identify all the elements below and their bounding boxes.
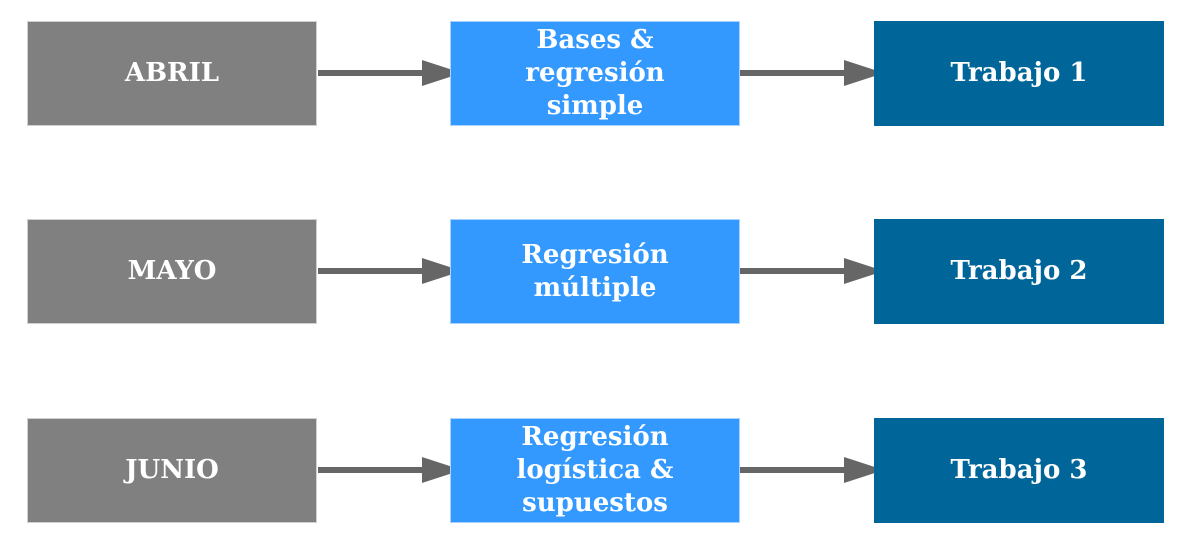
row-2-edges — [318, 258, 884, 284]
node-month-junio-label: JUNIO — [125, 455, 219, 485]
arrow-mayo-to-topic-head — [422, 258, 462, 284]
node-trabajo-1-label: Trabajo 1 — [950, 58, 1088, 88]
node-month-mayo-label: MAYO — [127, 256, 217, 286]
node-topic-3: Regresión logística & supuestos — [450, 418, 740, 523]
node-topic-1-label: Bases & regresión simple — [525, 25, 665, 121]
arrow-abril-to-topic-head — [422, 60, 462, 86]
node-trabajo-2-label: Trabajo 2 — [950, 256, 1088, 286]
row-3-edges — [318, 457, 884, 483]
node-topic-2: Regresión múltiple — [450, 219, 740, 324]
node-topic-1: Bases & regresión simple — [450, 21, 740, 126]
arrow-topic-to-trabajo3-head — [844, 457, 884, 483]
node-trabajo-1: Trabajo 1 — [874, 21, 1164, 126]
node-month-abril-label: ABRIL — [124, 58, 220, 88]
row-1-edges — [318, 60, 884, 86]
node-month-junio: JUNIO — [27, 418, 317, 523]
node-month-mayo: MAYO — [27, 219, 317, 324]
arrow-junio-to-topic-head — [422, 457, 462, 483]
node-month-abril: ABRIL — [27, 21, 317, 126]
node-topic-3-label: Regresión logística & supuestos — [516, 422, 674, 518]
node-trabajo-3: Trabajo 3 — [874, 418, 1164, 523]
node-trabajo-3-label: Trabajo 3 — [950, 455, 1088, 485]
node-trabajo-2: Trabajo 2 — [874, 219, 1164, 324]
arrow-topic-to-trabajo1-head — [844, 60, 884, 86]
node-topic-2-label: Regresión múltiple — [521, 239, 669, 303]
arrow-topic-to-trabajo2-head — [844, 258, 884, 284]
